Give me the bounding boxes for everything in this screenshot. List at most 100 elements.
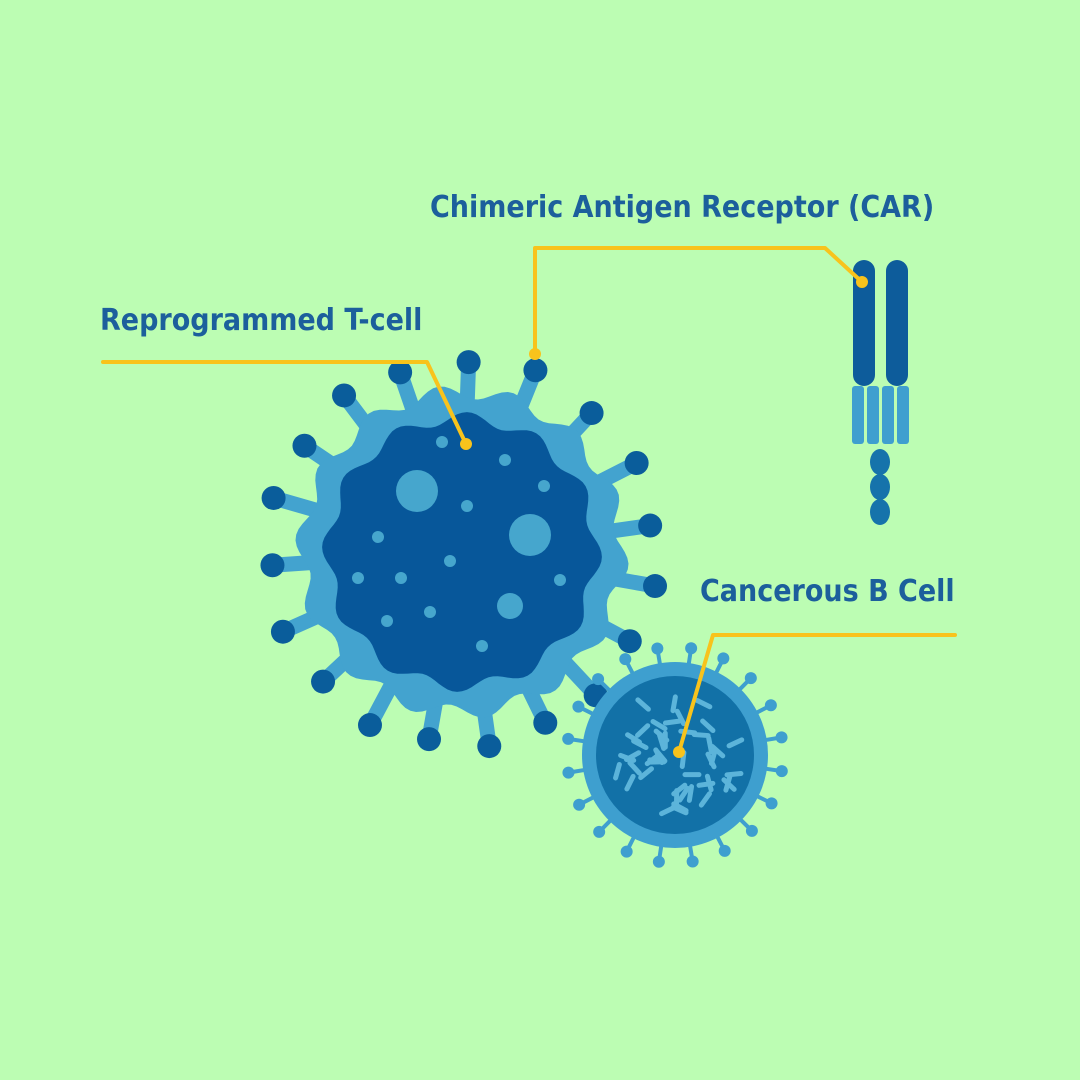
car-leader-dot-cell — [529, 348, 541, 360]
t-cell-vesicle — [461, 500, 473, 512]
t-cell-spike-tip — [456, 350, 481, 375]
t-cell-spike-tip — [533, 710, 558, 735]
b-cell-chromatin-fragment — [635, 723, 651, 738]
b-cell-spike-tip — [686, 855, 699, 868]
b-cell-chromatin-fragment — [635, 697, 651, 712]
b-cell-spike-tip — [651, 642, 664, 655]
receptor-transmembrane — [897, 386, 909, 444]
t-cell-spike-tip — [332, 383, 357, 408]
t-cell-vesicle — [538, 480, 550, 492]
b-cell-leader-line — [677, 633, 957, 754]
t-cell-vesicle — [554, 574, 566, 586]
b-cell-spike-tip — [775, 731, 788, 744]
t-cell-vesicle — [509, 514, 551, 556]
b-cell-label: Cancerous B Cell — [700, 574, 955, 609]
receptor-transmembrane — [867, 386, 879, 444]
car-leader-line — [533, 246, 864, 356]
t-cell-vesicle — [372, 531, 384, 543]
receptor-signaling-domain — [870, 474, 890, 500]
car-receptor-icon — [852, 260, 909, 525]
b-cell-chromatin-fragment — [613, 761, 622, 781]
t-cell-spike-tip — [357, 713, 382, 738]
b-cell-chromatin-fragment — [706, 735, 714, 755]
car-leader-dot-receptor — [856, 276, 868, 288]
t-cell-spike-tip — [523, 358, 548, 383]
b-cell-chromatin-fragment — [724, 771, 744, 778]
b-cell-spike-tip — [765, 797, 778, 810]
b-cell-chromatin-fragment — [677, 785, 691, 803]
b-cell-spike-tip — [593, 825, 606, 838]
b-cell-spike-tip — [764, 699, 777, 712]
b-cell-chromatin-fragment — [627, 760, 642, 776]
b-cell-spike-tip — [573, 798, 586, 811]
b-cell-chromatin-fragment — [653, 747, 665, 765]
t-cell-vesicles — [352, 436, 566, 652]
t-cell-vesicle — [436, 436, 448, 448]
b-cell-spike-tip — [717, 652, 730, 665]
b-cell-chromatin-fragment — [662, 718, 682, 726]
b-cell-chromatin-fragment — [638, 766, 654, 781]
b-cell-chromatin-fragment — [686, 784, 695, 803]
t-cell-spike-tip — [617, 629, 642, 654]
b-cell-spike-tip — [775, 765, 788, 778]
receptor-signaling-domain — [870, 499, 890, 525]
t-cell-vesicle — [476, 640, 488, 652]
t-cell-spike-tip — [579, 401, 604, 426]
b-cell-chromatin-fragment — [624, 773, 636, 792]
b-cell-chromatin-fragment — [631, 738, 649, 751]
t-cell-spike-tip — [417, 727, 442, 752]
receptor-transmembrane — [852, 386, 864, 444]
t-cell-spike-tip — [477, 734, 502, 759]
b-cell-spike-tip — [744, 672, 757, 685]
t-cell-spike-tip — [624, 451, 649, 476]
t-cell-label: Reprogrammed T-cell — [100, 303, 423, 338]
b-cell-chromatin-fragment — [708, 747, 718, 766]
b-cell-chromatin-fragment — [700, 718, 716, 734]
t-cell-vesicle — [499, 454, 511, 466]
t-cell-vesicle — [395, 572, 407, 584]
b-cell-chromatin-fragment — [704, 773, 714, 793]
b-cell-chromatin-fragment — [670, 694, 678, 714]
t-cell-vesicle — [381, 615, 393, 627]
leader-lines — [101, 246, 957, 758]
t-cell-spike-tip — [388, 360, 413, 385]
b-cell-spike-tip — [745, 824, 758, 837]
t-cell-leader-line — [101, 360, 468, 446]
b-cell-spike-tip — [685, 642, 698, 655]
b-cell-spike-tip — [620, 845, 633, 858]
b-cell-chromatin-fragment — [726, 737, 745, 749]
t-cell-leader-dot — [460, 438, 472, 450]
b-cell-chromatin-fragment — [674, 708, 687, 727]
b-cell-chromatin-fragment — [657, 732, 667, 751]
b-cell-spike-tip — [562, 766, 575, 779]
car-label: Chimeric Antigen Receptor (CAR) — [430, 190, 935, 225]
t-cell-spike-tip — [311, 669, 336, 694]
t-cell-spike-tip — [260, 553, 285, 578]
b-cell-chromatin — [613, 694, 745, 817]
b-cell-chromatin-fragment — [691, 731, 711, 739]
t-cell-spike-tip — [638, 513, 663, 538]
receptor-chain-right — [886, 260, 908, 386]
t-cell-spike-tip — [261, 485, 286, 510]
b-cell-chromatin-fragment — [659, 805, 677, 817]
b-cell-spike-tip — [718, 844, 731, 857]
receptor-chain-left — [853, 260, 875, 386]
b-cell-spike-tip — [652, 855, 665, 868]
b-cell-leader-dot — [673, 746, 685, 758]
t-cell-vesicle — [497, 593, 523, 619]
b-cell-spike-tip — [619, 653, 632, 666]
t-cell-vesicle — [444, 555, 456, 567]
b-cell-chromatin-fragment — [698, 791, 712, 808]
b-cell-chromatin-fragment — [721, 777, 737, 792]
receptor-signaling-domain — [870, 449, 890, 475]
b-cell-chromatin-fragment — [624, 750, 642, 763]
t-cell-vesicle — [352, 572, 364, 584]
b-cell-chromatin-fragment — [694, 698, 713, 710]
b-cell-chromatin-fragment — [650, 719, 668, 732]
b-cell-spike-tip — [562, 732, 575, 745]
b-cell-spike-tip — [572, 700, 585, 713]
t-cell-spike-tip — [292, 433, 317, 458]
t-cell-spike-tip — [270, 619, 295, 644]
